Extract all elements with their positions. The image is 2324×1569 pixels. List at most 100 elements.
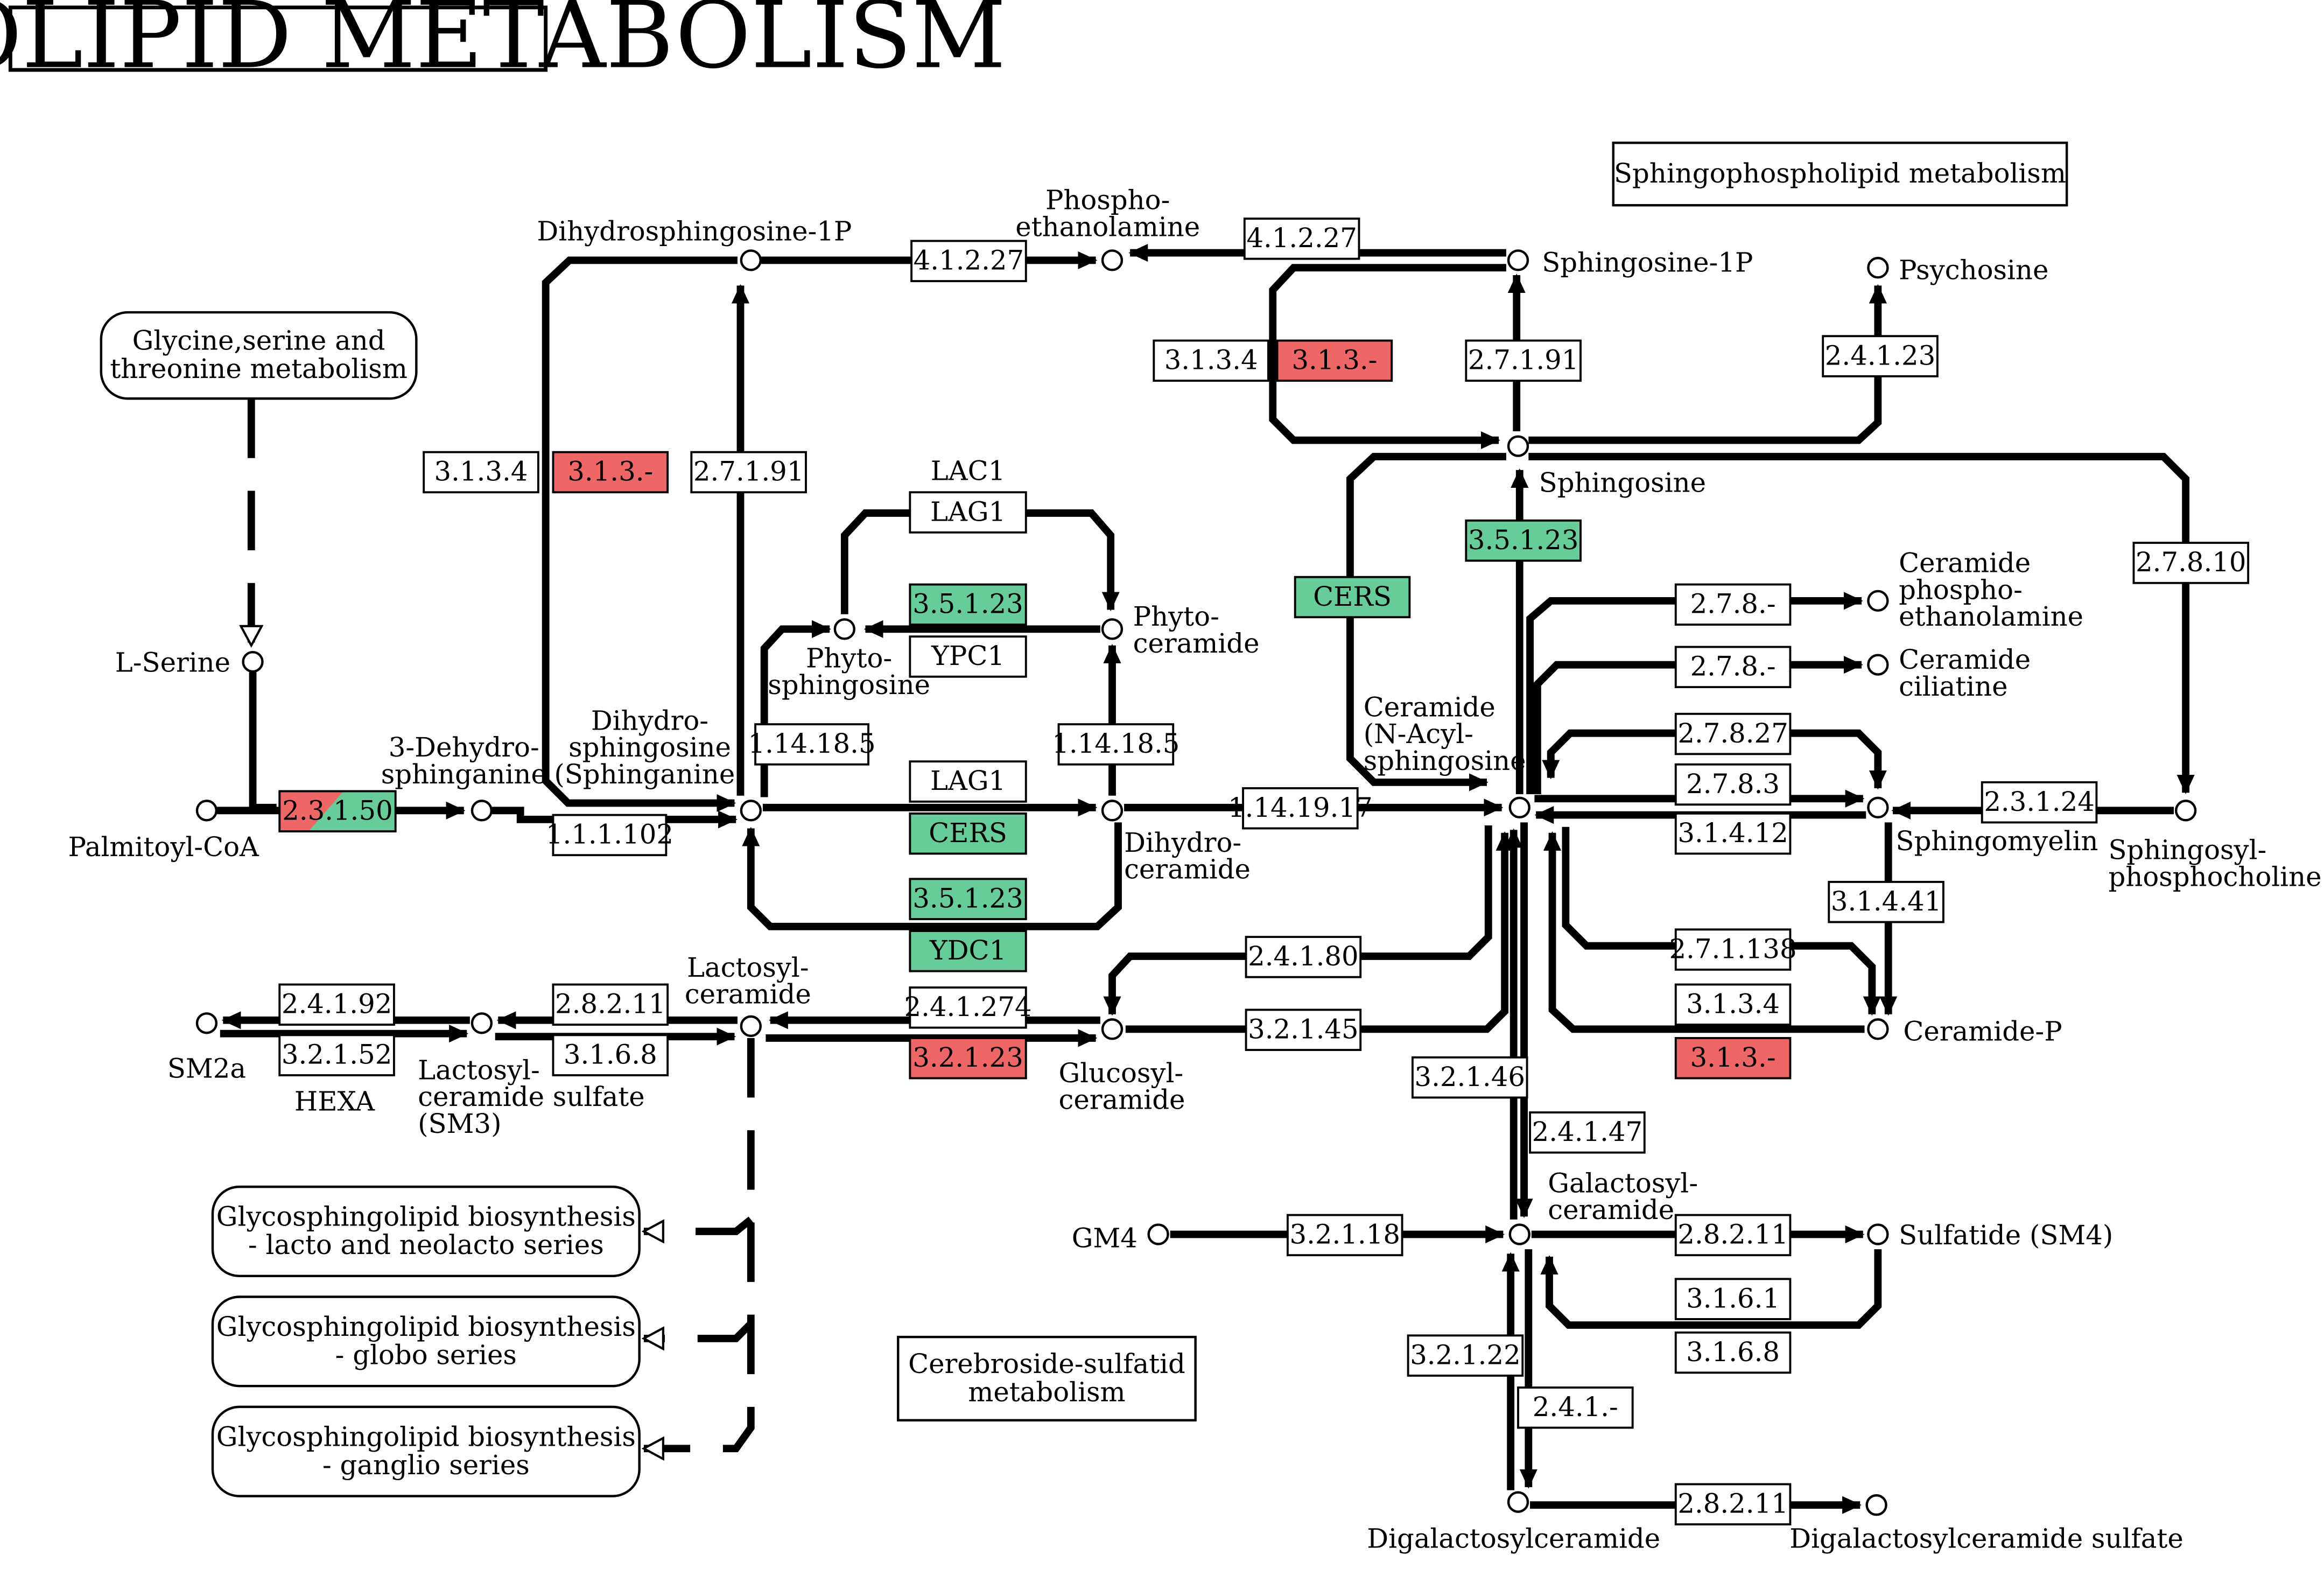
enzyme-3134-b[interactable]: 3.1.3.4 — [1153, 339, 1269, 382]
enzyme-3168-b[interactable]: 3.1.6.8 — [1674, 1331, 1792, 1374]
compound-node[interactable] — [1865, 1494, 1887, 1516]
compound-psychosine[interactable]: Psychosine — [1867, 254, 2048, 285]
compound-lactosulf[interactable]: Lactosyl-ceramide sulfate(SM3) — [418, 1012, 645, 1139]
enzyme-lag1-b[interactable]: LAG1 — [909, 760, 1027, 803]
enzyme-cers-b[interactable]: CERS — [1294, 576, 1411, 619]
enzyme-27191-a[interactable]: 2.7.1.91 — [690, 451, 807, 494]
enzyme-32152[interactable]: 3.2.1.52 — [278, 1034, 395, 1076]
compound-node[interactable] — [242, 650, 264, 673]
enzyme-313-a[interactable]: 3.1.3.- — [552, 451, 669, 494]
enzyme-27810[interactable]: 2.7.8.10 — [2132, 542, 2250, 584]
compound-sphingomyelin[interactable]: Sphingomyelin — [1867, 796, 2098, 857]
enzyme-28211-c[interactable]: 2.8.2.11 — [1674, 1483, 1792, 1526]
compound-dihydrosph1p[interactable]: Dihydrosphingosine-1P — [537, 216, 852, 271]
enzyme-35123-b[interactable]: 3.5.1.23 — [909, 878, 1027, 920]
compound-node[interactable] — [1147, 1223, 1169, 1245]
enzyme-271138[interactable]: 2.7.1.138 — [1669, 928, 1797, 971]
enzyme-32122[interactable]: 3.2.1.22 — [1407, 1334, 1524, 1377]
enzyme-1141917[interactable]: 1.14.19.17 — [1228, 787, 1373, 830]
enzyme-27827[interactable]: 2.7.8.27 — [1674, 712, 1792, 755]
compound-node[interactable] — [1867, 590, 1889, 612]
compound-node[interactable] — [1101, 249, 1124, 271]
map-lacto-link[interactable]: Glycosphingolipid biosynthesis- lacto an… — [211, 1185, 641, 1278]
compound-node[interactable] — [1867, 1018, 1889, 1040]
compound-sm2a[interactable]: SM2a — [167, 1012, 246, 1084]
enzyme-114185-b[interactable]: 1.14.18.5 — [1052, 723, 1179, 766]
enzyme-2783[interactable]: 2.7.8.3 — [1674, 763, 1792, 806]
enzyme-313-c[interactable]: 3.1.3.- — [1674, 1036, 1792, 1080]
compound-node[interactable] — [195, 1012, 218, 1034]
compound-ceramide[interactable]: Ceramide(N-Acyl-sphingosine) — [1364, 692, 1536, 818]
enzyme-ypc1[interactable]: YPC1 — [909, 635, 1027, 678]
compound-node[interactable] — [471, 800, 493, 822]
enzyme-41227-b[interactable]: 4.1.2.27 — [1243, 218, 1360, 260]
map-globo-link[interactable]: Glycosphingolipid biosynthesis- globo se… — [211, 1295, 641, 1388]
compound-node[interactable] — [740, 1015, 762, 1037]
enzyme-23150[interactable]: 2.3.1.50 — [278, 790, 397, 832]
compound-phosphoeth[interactable]: Phospho-ethanolamine — [1015, 185, 1200, 271]
compound-dihydrocer[interactable]: Dihydro-ceramide — [1101, 800, 1251, 885]
enzyme-27191-b[interactable]: 2.7.1.91 — [1465, 339, 1582, 382]
enzyme-24192[interactable]: 2.4.1.92 — [278, 983, 395, 1026]
enzyme-241274[interactable]: 2.4.1.274 — [904, 986, 1032, 1029]
compound-glucocer[interactable]: Glucosyl-ceramide — [1059, 1018, 1185, 1116]
compound-sphingosine[interactable]: Sphingosine — [1507, 435, 1706, 499]
enzyme-3134-c[interactable]: 3.1.3.4 — [1674, 983, 1792, 1026]
map-ganglio-link[interactable]: Glycosphingolipid biosynthesis- ganglio … — [211, 1405, 641, 1497]
compound-node[interactable] — [2174, 800, 2197, 822]
compound-node[interactable] — [1867, 796, 1889, 818]
enzyme-41227-a[interactable]: 4.1.2.27 — [910, 240, 1027, 282]
enzyme-ydc1[interactable]: YDC1 — [909, 930, 1027, 972]
enzyme-278-b[interactable]: 2.7.8.- — [1674, 646, 1792, 689]
enzyme-23124[interactable]: 2.3.1.24 — [1981, 781, 2098, 824]
compound-node[interactable] — [1508, 1223, 1530, 1245]
compound-node[interactable] — [1101, 800, 1124, 822]
compound-node[interactable] — [1507, 249, 1529, 271]
compound-lactocer[interactable]: Lactosyl-ceramide — [685, 952, 811, 1037]
compound-palmitoyl[interactable]: Palmitoyl-CoA — [68, 800, 259, 863]
enzyme-35123-c[interactable]: 3.5.1.23 — [1465, 519, 1582, 562]
compound-galcer[interactable]: Galactosyl-ceramide — [1508, 1167, 1698, 1245]
enzyme-32145[interactable]: 3.2.1.45 — [1245, 1008, 1362, 1051]
enzyme-111102[interactable]: 1.1.1.102 — [546, 814, 673, 857]
compound-node[interactable] — [195, 800, 218, 822]
compound-node[interactable] — [833, 618, 855, 640]
enzyme-24180[interactable]: 2.4.1.80 — [1245, 936, 1362, 978]
enzyme-24123[interactable]: 2.4.1.23 — [1822, 335, 1939, 377]
compound-sph1p[interactable]: Sphingosine-1P — [1507, 247, 1753, 278]
enzyme-24147[interactable]: 2.4.1.47 — [1529, 1111, 1646, 1154]
enzyme-lag1-a[interactable]: LAG1 — [909, 491, 1027, 534]
enzyme-114185-a[interactable]: 1.14.18.5 — [748, 723, 876, 766]
enzyme-35123-a[interactable]: 3.5.1.23 — [909, 583, 1027, 626]
compound-node[interactable] — [1507, 435, 1529, 457]
enzyme-32118[interactable]: 3.2.1.18 — [1286, 1214, 1403, 1257]
compound-phytosph[interactable]: Phyto-sphingosine — [768, 618, 930, 701]
compound-node[interactable] — [1101, 618, 1124, 640]
compound-node[interactable] — [1867, 1223, 1889, 1245]
compound-node[interactable] — [1101, 1018, 1124, 1040]
compound-node[interactable] — [471, 1012, 493, 1034]
enzyme-278-a[interactable]: 2.7.8.- — [1674, 583, 1792, 626]
compound-sulfatide[interactable]: Sulfatide (SM4) — [1867, 1220, 2113, 1251]
compound-cerp[interactable]: Ceramide-P — [1867, 1016, 2062, 1047]
enzyme-28211-a[interactable]: 2.8.2.11 — [552, 983, 669, 1026]
enzyme-313-b[interactable]: 3.1.3.- — [1276, 339, 1393, 382]
enzyme-241-dash[interactable]: 2.4.1.- — [1517, 1386, 1634, 1429]
enzyme-lac1-label[interactable]: LAC1 — [931, 455, 1006, 486]
enzyme-32123[interactable]: 3.2.1.23 — [909, 1036, 1027, 1080]
enzyme-3168-a[interactable]: 3.1.6.8 — [552, 1034, 669, 1076]
compound-node[interactable] — [1867, 654, 1889, 676]
compound-node[interactable] — [740, 800, 762, 822]
enzyme-28211-b[interactable]: 2.8.2.11 — [1674, 1214, 1792, 1257]
compound-sphpc[interactable]: Sphingosyl-phosphocholine — [2109, 800, 2322, 892]
enzyme-3134-a[interactable]: 3.1.3.4 — [423, 451, 539, 494]
compound-serine[interactable]: L-Serine — [115, 647, 264, 678]
enzyme-31441[interactable]: 3.1.4.41 — [1828, 880, 1944, 923]
compound-digal[interactable]: Digalactosylceramide — [1367, 1491, 1660, 1554]
compound-node[interactable] — [1508, 796, 1530, 818]
enzyme-31412[interactable]: 3.1.4.12 — [1674, 812, 1792, 855]
